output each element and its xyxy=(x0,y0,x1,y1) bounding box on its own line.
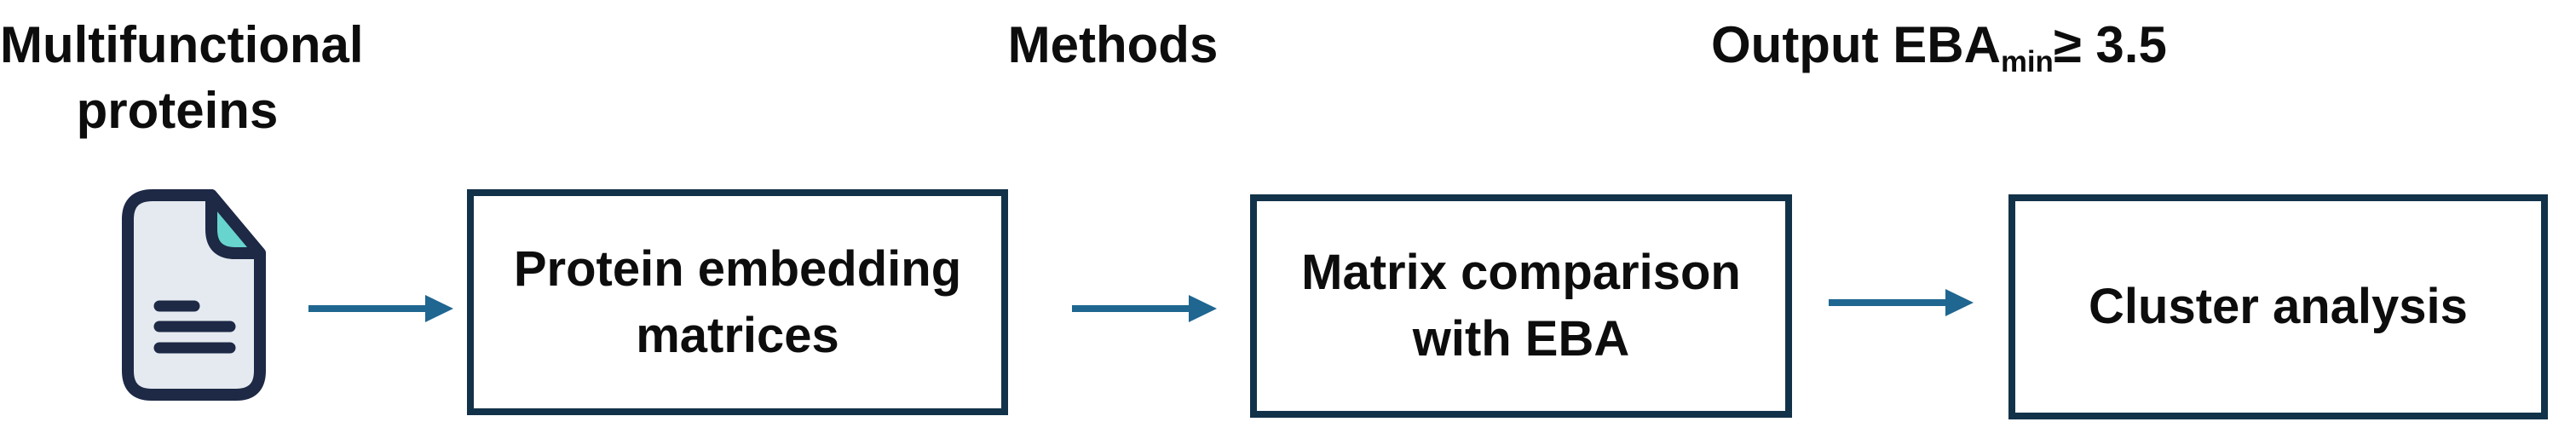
output-label-suffix: ≥ 3.5 xyxy=(2053,16,2167,73)
node-label-line: Cluster analysis xyxy=(2089,279,2468,334)
flow-arrow-3-icon xyxy=(1829,289,1974,316)
flow-node-matrix-comparison-with-eba: Matrix comparison with EBA xyxy=(1250,194,1792,418)
document-fold-corner xyxy=(205,189,266,259)
flow-node-cluster-analysis: Cluster analysis xyxy=(2008,194,2548,419)
output-label-subscript: min xyxy=(2000,45,2054,79)
flow-arrow-1-icon xyxy=(308,295,453,322)
node-label-line: matrices xyxy=(636,307,839,363)
document-icon xyxy=(122,189,266,401)
node-label-line: Matrix comparison xyxy=(1301,245,1741,300)
node-label-line: with EBA xyxy=(1412,311,1630,367)
methods-stage-label: Methods xyxy=(1007,16,1219,73)
flow-arrow-2-icon xyxy=(1072,295,1217,322)
input-stage-label-line1: Multifunctional xyxy=(0,16,364,73)
input-stage-label-line2: proteins xyxy=(76,82,279,139)
flow-node-protein-embedding-matrices: Protein embedding matrices xyxy=(467,189,1008,415)
node-label-line: Protein embedding xyxy=(513,240,962,297)
output-stage-label: Output EBAmin≥ 3.5 xyxy=(1711,12,2167,78)
output-label-prefix: Output EBA xyxy=(1711,16,2001,73)
input-stage-label: Multifunctional proteins xyxy=(0,12,364,143)
